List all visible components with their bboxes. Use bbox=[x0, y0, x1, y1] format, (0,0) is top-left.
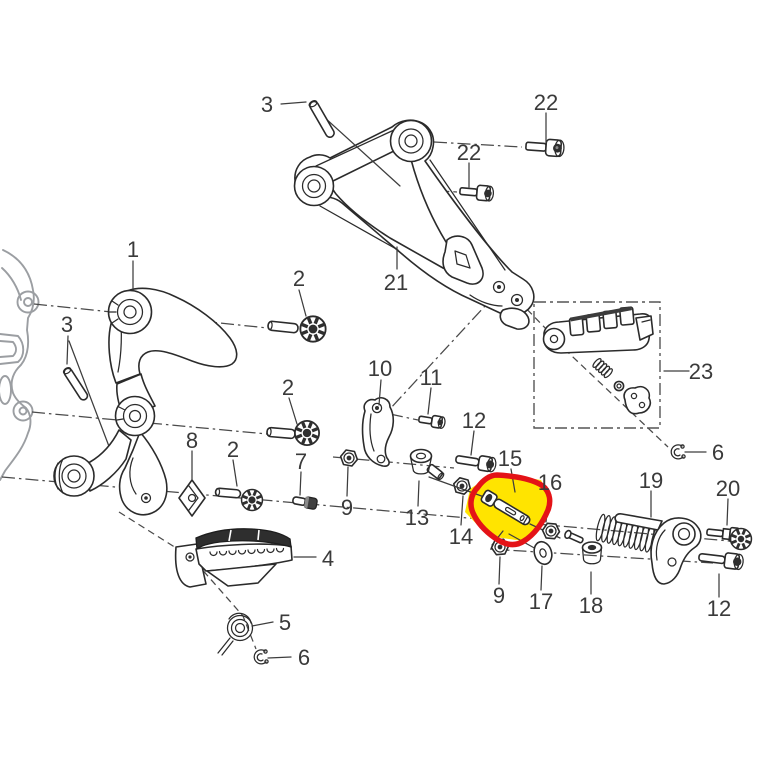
callout-19: 19 bbox=[639, 468, 663, 493]
engine-case-outline bbox=[0, 249, 40, 481]
part-12-bolt-bottom bbox=[698, 552, 744, 571]
part-6-clip-right bbox=[670, 444, 686, 460]
part-19-footpeg-bracket bbox=[595, 513, 702, 585]
callout-12-bottom: 12 bbox=[707, 596, 731, 621]
part-22-bolt-upper bbox=[525, 138, 565, 158]
part-2-bolt-washer-lower bbox=[214, 487, 264, 512]
part-3-pin-top bbox=[308, 100, 401, 187]
callout-2-lower: 2 bbox=[227, 437, 239, 462]
callout-2-upper: 2 bbox=[293, 266, 305, 291]
part-10-bracket bbox=[361, 397, 395, 467]
part-23-assembly-box bbox=[533, 301, 661, 429]
callout-14: 14 bbox=[449, 524, 473, 549]
part-4-footpeg bbox=[174, 528, 293, 588]
callout-17: 17 bbox=[529, 589, 553, 614]
part-6-clip-bottom bbox=[253, 649, 269, 665]
highlight-outline bbox=[468, 472, 553, 548]
part-7-bolt bbox=[292, 496, 318, 510]
part-8-plate bbox=[178, 479, 206, 517]
part-1-hanger-bracket bbox=[53, 287, 238, 516]
callout-9-left: 9 bbox=[341, 495, 353, 520]
callout-7: 7 bbox=[295, 449, 307, 474]
callout-1: 1 bbox=[127, 237, 139, 262]
part-18-spacer bbox=[564, 529, 603, 565]
callout-9-bottom: 9 bbox=[493, 583, 505, 608]
part-21-mount-bracket bbox=[293, 119, 535, 330]
part-2-bolt-washer-mid bbox=[266, 420, 320, 446]
part-15-pin bbox=[480, 489, 531, 526]
callout-11: 11 bbox=[420, 365, 443, 390]
callout-6-bottom: 6 bbox=[298, 645, 310, 670]
callout-22-lower: 22 bbox=[457, 140, 481, 165]
callout-labels: 3 22 22 21 1 2 3 2 8 2 7 10 11 12 15 16 … bbox=[61, 90, 740, 670]
callout-10: 10 bbox=[368, 356, 392, 381]
callout-13: 13 bbox=[405, 505, 429, 530]
part-3-pin-left bbox=[62, 340, 111, 450]
callout-6-right: 6 bbox=[712, 440, 724, 465]
part-13-bushing bbox=[409, 448, 445, 481]
callout-16: 16 bbox=[538, 470, 562, 495]
part-12-bolt-mid bbox=[455, 455, 497, 473]
callout-21: 21 bbox=[384, 270, 408, 295]
part-17-washer bbox=[533, 540, 553, 566]
part-11-bolt bbox=[418, 414, 446, 429]
part-16-nut bbox=[541, 522, 561, 540]
callout-3-top: 3 bbox=[261, 92, 273, 117]
part-14-nut bbox=[452, 476, 472, 496]
callout-12-mid: 12 bbox=[462, 408, 486, 433]
callout-20: 20 bbox=[716, 476, 740, 501]
callout-3-left: 3 bbox=[61, 312, 73, 337]
part-2-bolt-washer-upper bbox=[267, 315, 327, 343]
callout-15: 15 bbox=[498, 446, 522, 471]
part-9-nut-left bbox=[339, 449, 359, 467]
part-22-bolt-lower bbox=[459, 184, 495, 202]
callout-2-mid: 2 bbox=[282, 375, 294, 400]
part-5-spring bbox=[217, 612, 254, 656]
part-20-bolt bbox=[706, 526, 753, 551]
callout-4: 4 bbox=[322, 546, 334, 571]
callout-18: 18 bbox=[579, 593, 603, 618]
callout-8: 8 bbox=[186, 428, 198, 453]
callout-23: 23 bbox=[689, 359, 713, 384]
callout-5: 5 bbox=[279, 610, 291, 635]
callout-22-upper: 22 bbox=[534, 90, 558, 115]
